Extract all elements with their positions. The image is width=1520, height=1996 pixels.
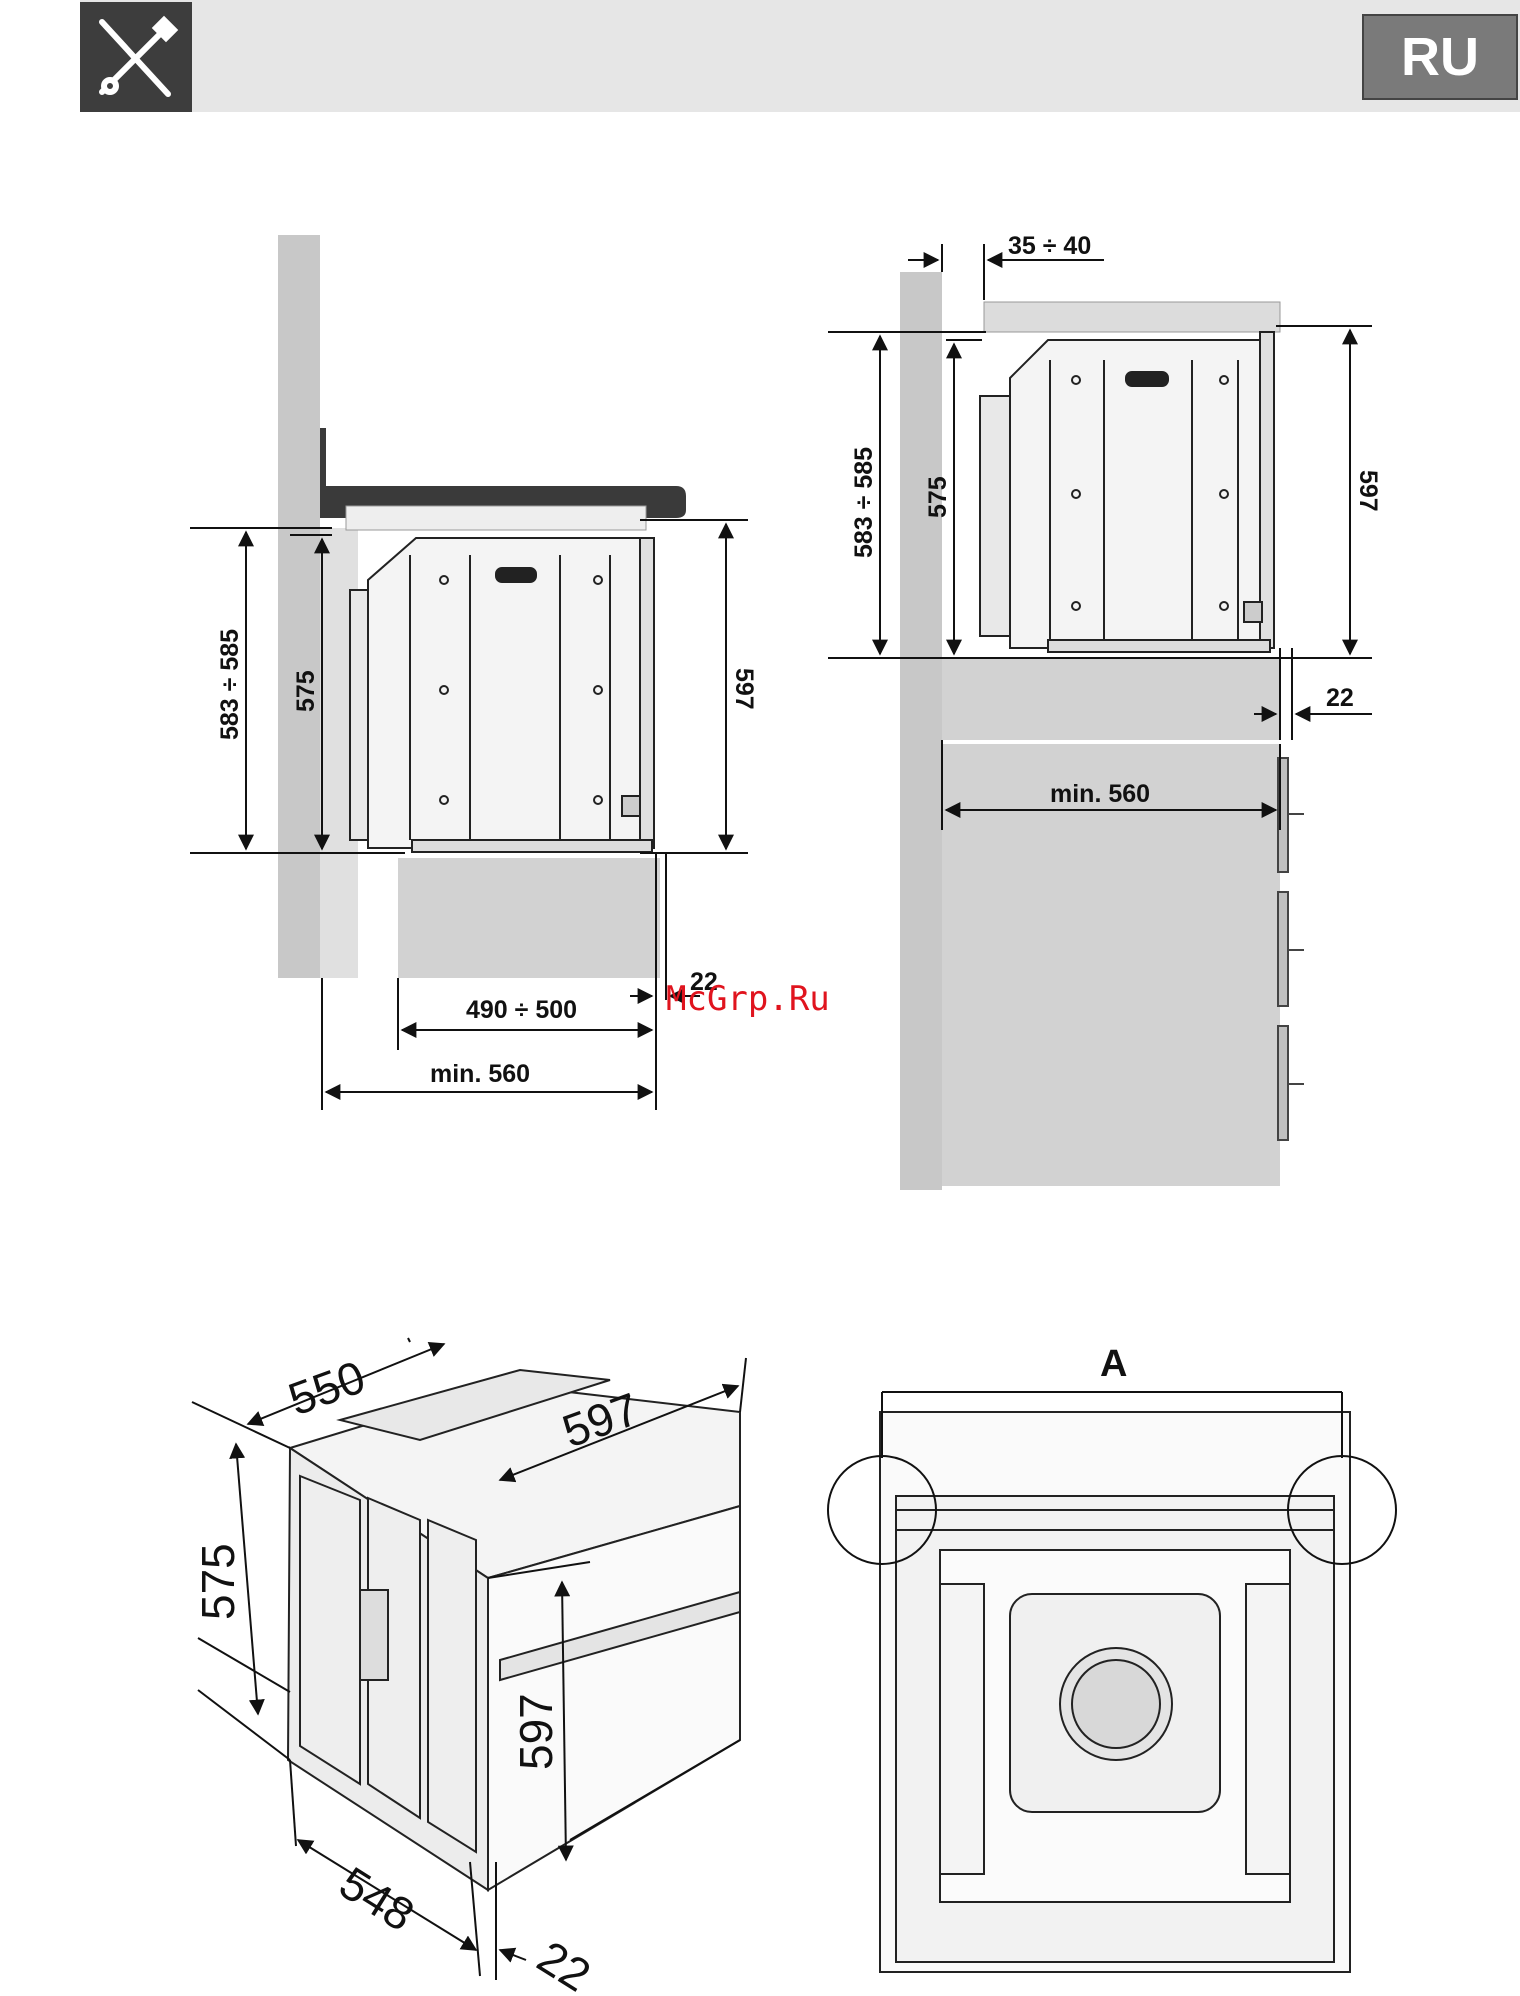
diagram-under-hob: 583 ÷ 585 575 597 490 ÷ 500 min. 560 22 … — [190, 235, 830, 1110]
dim-front: 22 — [1326, 684, 1354, 712]
dim-depth-min: min. 560 — [1050, 780, 1150, 808]
cabinet-upper — [942, 658, 1280, 740]
oven-front — [880, 1412, 1350, 1972]
dim-height-inner: 575 — [924, 476, 952, 518]
countertop — [320, 428, 686, 518]
oven-side-view — [350, 538, 654, 852]
dim-height-outer: 597 — [730, 668, 758, 710]
wall — [900, 272, 942, 1190]
oven-perspective — [288, 1370, 740, 1890]
cabinet-top — [984, 302, 1280, 332]
cabinet — [398, 858, 660, 978]
watermark: McGrp.Ru — [666, 979, 830, 1019]
diagram-front-view: A — [828, 1343, 1396, 1972]
dim-height-inner: 575 — [292, 670, 320, 712]
dim-height-range: 583 ÷ 585 — [216, 629, 244, 740]
drawer-fronts — [1278, 758, 1304, 1140]
dim-front: 22 — [529, 1930, 600, 1996]
dim-depth-min: min. 560 — [430, 1060, 530, 1088]
dim-top-gap: 35 ÷ 40 — [1008, 232, 1091, 260]
label-A: A — [1100, 1343, 1127, 1385]
diagram-perspective: 550 597 575 597 548 22 — [192, 1338, 746, 1996]
wall — [278, 235, 320, 978]
dim-depth-range: 490 ÷ 500 — [466, 996, 577, 1024]
dim-height-front: 597 — [510, 1693, 562, 1770]
diagram-column: 35 ÷ 40 583 ÷ 585 575 597 22 min. 560 — [828, 232, 1382, 1190]
dim-height-range: 583 ÷ 585 — [850, 447, 878, 558]
oven-side-view — [980, 332, 1274, 652]
dim-height-body: 575 — [192, 1543, 244, 1620]
dim-height-outer: 597 — [1354, 470, 1382, 512]
